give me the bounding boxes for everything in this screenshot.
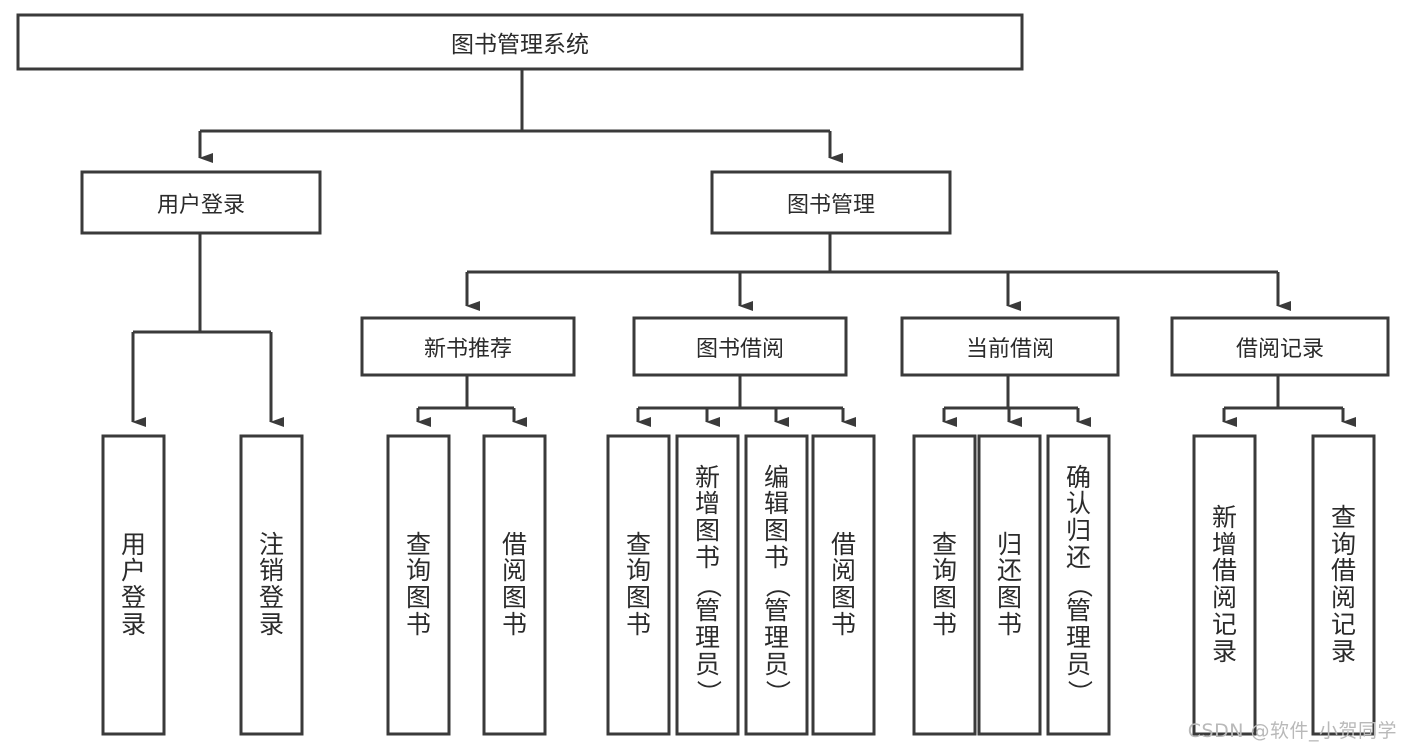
node-leaf-edit-book[interactable] bbox=[744, 434, 809, 736]
edge-bookmgmt-stem bbox=[467, 233, 1278, 274]
csdn-watermark: CSDN @软件_小贺同学 bbox=[1187, 720, 1397, 742]
node-leaf-borrow-book-2[interactable] bbox=[811, 434, 876, 736]
node-box-group bbox=[16, 13, 1390, 736]
node-leaf-add-book[interactable] bbox=[675, 434, 740, 736]
node-user-login[interactable] bbox=[80, 170, 322, 235]
node-leaf-query-record[interactable] bbox=[1311, 434, 1376, 736]
node-borrow-record[interactable] bbox=[1170, 316, 1390, 377]
node-leaf-query-book-2[interactable] bbox=[606, 434, 671, 736]
edge-currentborrow-stem bbox=[944, 375, 1078, 410]
node-leaf-confirm-return[interactable] bbox=[1046, 434, 1111, 736]
node-leaf-query-book-3[interactable] bbox=[912, 434, 977, 736]
edge-borrowrecord-stem bbox=[1224, 375, 1343, 410]
edge-group bbox=[131, 69, 1356, 427]
edge-newbook-stem bbox=[418, 375, 514, 410]
node-current-borrow[interactable] bbox=[900, 316, 1120, 377]
node-leaf-logout-login[interactable] bbox=[239, 434, 304, 736]
edge-userlogin-stem bbox=[133, 233, 271, 334]
node-root[interactable] bbox=[16, 13, 1024, 71]
node-book-borrow[interactable] bbox=[632, 316, 848, 377]
node-leaf-return-book[interactable] bbox=[977, 434, 1042, 736]
node-leaf-query-book-1[interactable] bbox=[386, 434, 451, 736]
edge-bookborrow-stem bbox=[638, 375, 843, 410]
node-book-management[interactable] bbox=[710, 170, 952, 235]
node-leaf-borrow-book-1[interactable] bbox=[482, 434, 547, 736]
node-new-book-recommend[interactable] bbox=[360, 316, 576, 377]
node-leaf-add-record[interactable] bbox=[1192, 434, 1257, 736]
node-leaf-user-login[interactable] bbox=[101, 434, 166, 736]
edge-root-to-bus bbox=[198, 69, 832, 145]
